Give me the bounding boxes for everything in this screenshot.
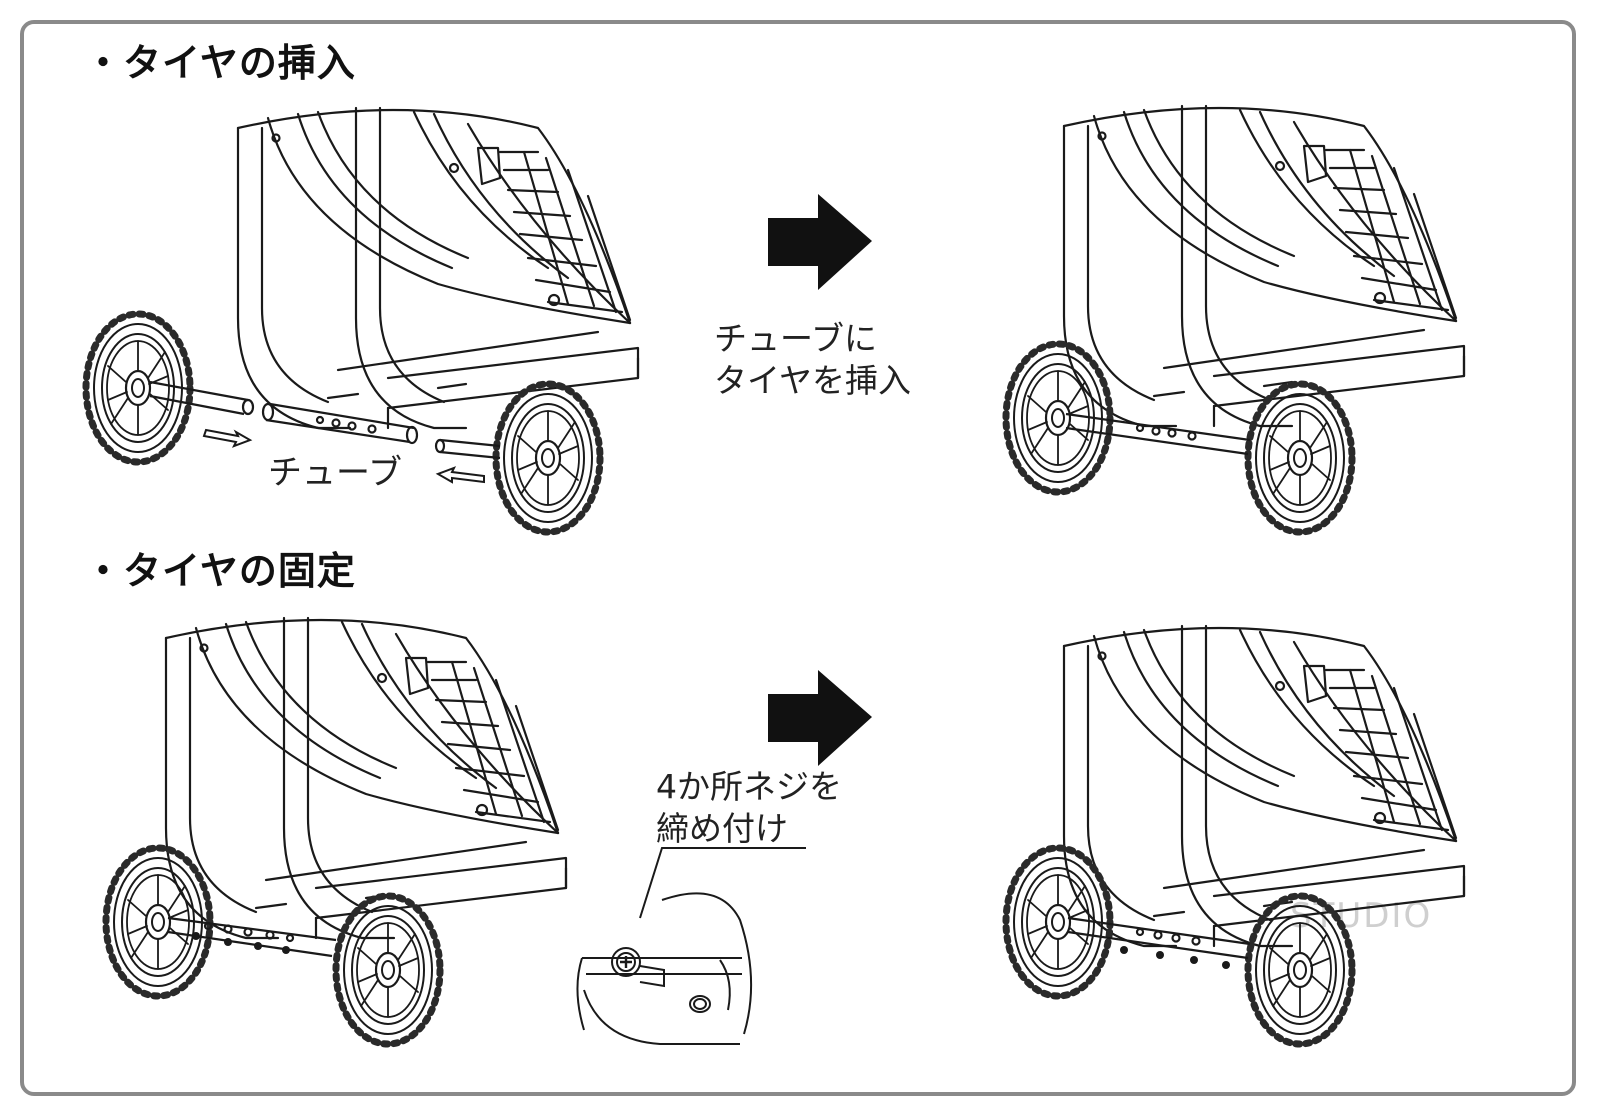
screw-caption-line-2: 締め付け — [656, 809, 788, 848]
insert-caption: チューブに タイヤを挿入 — [714, 318, 911, 402]
insert-caption-line-1: チューブに — [714, 319, 878, 358]
screw-caption-line-1: 4か所ネジを — [656, 767, 842, 806]
heading-insert-tires: ・タイヤの挿入 — [84, 41, 356, 85]
screw-detail-inset — [576, 847, 806, 1045]
diagram-frame — [20, 20, 1576, 1096]
arrow-right-icon — [768, 670, 872, 766]
screw-caption: 4か所ネジを 締め付け — [656, 766, 842, 850]
fix-after-illustration — [1006, 624, 1466, 1044]
arrow-right-icon — [768, 194, 872, 290]
tube-label: チューブ — [268, 453, 402, 493]
insert-after-illustration — [1006, 104, 1466, 532]
fix-before-illustration — [106, 616, 568, 1044]
insert-caption-line-2: タイヤを挿入 — [714, 361, 912, 400]
heading-fix-tires: ・タイヤの固定 — [84, 549, 356, 593]
insert-before-illustration — [86, 106, 640, 532]
